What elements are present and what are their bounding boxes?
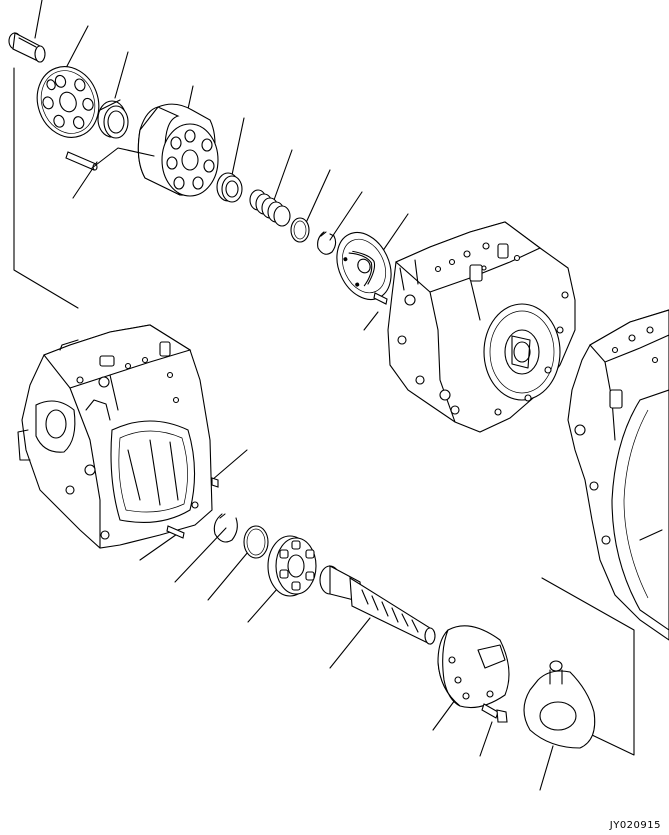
retainer-plate-icon: [36, 66, 100, 138]
end-cap-housing-icon: [387, 221, 576, 433]
case-pin-icon: [166, 525, 185, 539]
spring-icon: [249, 189, 291, 227]
o-ring-lower-icon: [243, 525, 269, 559]
valve-plate-icon: [336, 232, 392, 300]
flywheel-housing-icon: [567, 309, 669, 641]
bolt-icon: [481, 703, 508, 723]
shaft-icon: [319, 565, 436, 645]
bearing-icon: [267, 535, 317, 597]
leader-lines: [13, 0, 635, 791]
pump-case-icon: [17, 324, 213, 549]
piston-icon: [8, 32, 46, 63]
cover-plate-icon: [523, 660, 596, 749]
snap-ring-lower-icon: [213, 513, 238, 543]
cylinder-block-icon: [137, 103, 219, 197]
swash-plate-icon: [437, 625, 510, 709]
ring-icon: [290, 217, 310, 243]
drawing-reference-code: JY020915: [609, 820, 661, 831]
snap-ring-icon: [317, 231, 337, 255]
dowel-pin-icon: [373, 292, 388, 305]
pin-leader: [91, 147, 155, 169]
seat-icon: [216, 172, 243, 203]
small-pin-icon: [211, 477, 219, 488]
bushing-icon: [97, 99, 129, 139]
